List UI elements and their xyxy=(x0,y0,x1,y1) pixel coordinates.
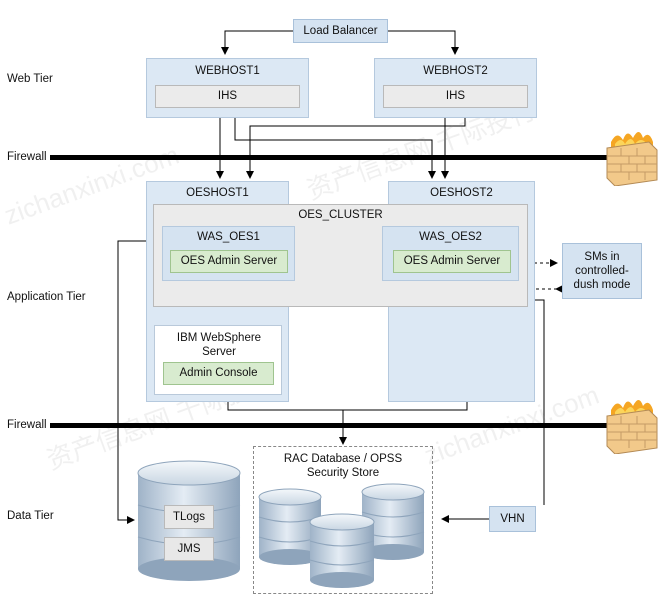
firewall-brick-icon xyxy=(606,400,658,454)
oes-admin-server-2: OES Admin Server xyxy=(393,250,511,273)
firewall-label-top: Firewall xyxy=(7,151,47,163)
hosts-join-line xyxy=(227,402,468,411)
firewall-label-bottom: Firewall xyxy=(7,419,47,431)
web2-to-oes1-line xyxy=(246,118,466,179)
webhost2-box: WEBHOST2 IHS xyxy=(374,58,537,118)
firewall-brick-icon xyxy=(606,132,658,186)
was-oes1-box: WAS_OES1 OES Admin Server xyxy=(162,226,295,281)
oes1-to-storage-line xyxy=(117,240,147,524)
lb-to-webhost2-line xyxy=(388,30,459,55)
data-tier-label: Data Tier xyxy=(7,510,54,522)
webhost1-title: WEBHOST1 xyxy=(195,65,260,77)
web-tier-label: Web Tier xyxy=(7,73,53,85)
oes-admin-server-1: OES Admin Server xyxy=(170,250,288,273)
firewall-line-top xyxy=(50,155,610,160)
rac-database-title: RAC Database / OPSS Security Store xyxy=(283,453,403,479)
vhn-box: VHN xyxy=(489,506,536,532)
webhost1-box: WEBHOST1 IHS xyxy=(146,58,309,118)
was-oes2-title: WAS_OES2 xyxy=(419,231,482,243)
database-cylinder-icon xyxy=(309,513,375,588)
was-oes2-box: WAS_OES2 OES Admin Server xyxy=(382,226,519,281)
was-oes1-title: WAS_OES1 xyxy=(197,231,260,243)
webhost2-title: WEBHOST2 xyxy=(423,65,488,77)
lb-to-webhost1-line xyxy=(221,30,293,55)
cluster-title: OES_CLUSTER xyxy=(298,209,383,221)
admin-console: Admin Console xyxy=(163,362,274,385)
load-balancer-box: Load Balancer xyxy=(293,19,388,43)
rac-database-group: RAC Database / OPSS Security Store xyxy=(253,446,433,594)
firewall-line-bottom xyxy=(50,423,610,428)
tlogs-label: TLogs xyxy=(164,505,214,529)
websphere-server-box: IBM WebSphere Server Admin Console xyxy=(154,325,282,395)
webhost2-ihs: IHS xyxy=(383,85,528,108)
webhost1-ihs: IHS xyxy=(155,85,300,108)
jms-label: JMS xyxy=(164,537,214,561)
websphere-title: IBM WebSphere Server xyxy=(176,332,262,358)
application-tier-label: Application Tier xyxy=(7,291,86,303)
oeshost2-title: OESHOST2 xyxy=(430,187,493,199)
sms-box: SMs in controlled-dush mode xyxy=(562,243,642,299)
oeshost1-title: OESHOST1 xyxy=(186,187,249,199)
